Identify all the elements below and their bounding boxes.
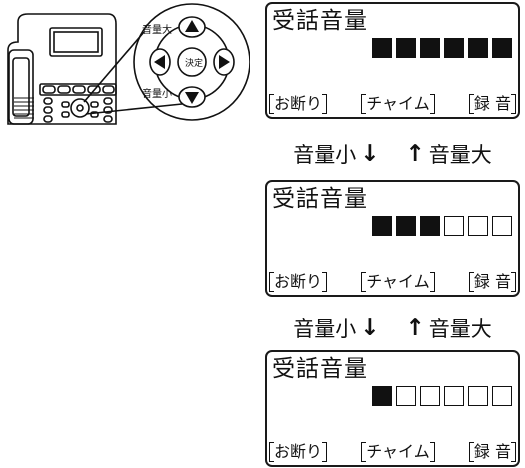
volume-segment-empty (444, 386, 464, 406)
softkey-record[interactable]: 録 音 (468, 94, 517, 114)
screen-title: 受話音量 (272, 8, 368, 34)
volume-segment-empty (396, 386, 416, 406)
volume-direction-hint: 音量小 ↓ ↑ 音量大 (265, 313, 520, 343)
volume-segment-filled (372, 216, 392, 236)
volume-segment-filled (372, 38, 392, 58)
confirm-key-label: 決定 (185, 57, 203, 69)
softkey-decline[interactable]: お断り (269, 442, 328, 462)
down-arrow-icon: ↓ (360, 141, 380, 167)
up-arrow-icon: ↑ (405, 141, 425, 167)
volume-segment-filled (372, 386, 392, 406)
volume-direction-hint: 音量小 ↓ ↑ 音量大 (265, 139, 520, 169)
volume-segment-filled (444, 38, 464, 58)
volume-segment-empty (420, 386, 440, 406)
volume-down-key-label: 音量小 (142, 87, 172, 100)
volume-segment-empty (468, 216, 488, 236)
volume-down-label: 音量小 (293, 317, 357, 341)
volume-segment-empty (492, 386, 512, 406)
softkey-chime[interactable]: チャイム (361, 442, 435, 462)
volume-segment-filled (396, 216, 416, 236)
softkey-chime[interactable]: チャイム (361, 272, 435, 292)
screen-title: 受話音量 (272, 186, 368, 212)
volume-down-label: 音量小 (293, 143, 357, 167)
softkey-bar: お断り チャイム 録 音 (269, 442, 517, 462)
up-arrow-icon: ↑ (405, 315, 425, 341)
softkey-decline[interactable]: お断り (269, 272, 328, 292)
telephone-illustration: 音量大 音量小 決定 (7, 3, 250, 125)
lcd-screen-volume-min: 受話音量 お断り チャイム 録 音 (265, 350, 520, 467)
volume-segment-empty (492, 216, 512, 236)
volume-meter (372, 386, 512, 406)
screen-title: 受話音量 (272, 356, 368, 382)
volume-segment-filled (468, 38, 488, 58)
volume-segment-filled (492, 38, 512, 58)
softkey-bar: お断り チャイム 録 音 (269, 94, 517, 114)
volume-up-label: 音量大 (428, 317, 492, 341)
lcd-screen-volume-max: 受話音量 お断り チャイム 録 音 (265, 2, 520, 119)
volume-up-label: 音量大 (428, 143, 492, 167)
volume-segment-filled (396, 38, 416, 58)
softkey-chime[interactable]: チャイム (361, 94, 435, 114)
softkey-bar: お断り チャイム 録 音 (269, 272, 517, 292)
volume-meter (372, 216, 512, 236)
volume-segment-empty (444, 216, 464, 236)
down-arrow-icon: ↓ (360, 315, 380, 341)
softkey-record[interactable]: 録 音 (468, 272, 517, 292)
volume-segment-empty (468, 386, 488, 406)
softkey-record[interactable]: 録 音 (468, 442, 517, 462)
volume-up-key-label: 音量大 (142, 23, 172, 36)
volume-segment-filled (420, 38, 440, 58)
volume-segment-filled (420, 216, 440, 236)
lcd-screen-volume-mid: 受話音量 お断り チャイム 録 音 (265, 180, 520, 297)
softkey-decline[interactable]: お断り (269, 94, 328, 114)
volume-meter (372, 38, 512, 58)
